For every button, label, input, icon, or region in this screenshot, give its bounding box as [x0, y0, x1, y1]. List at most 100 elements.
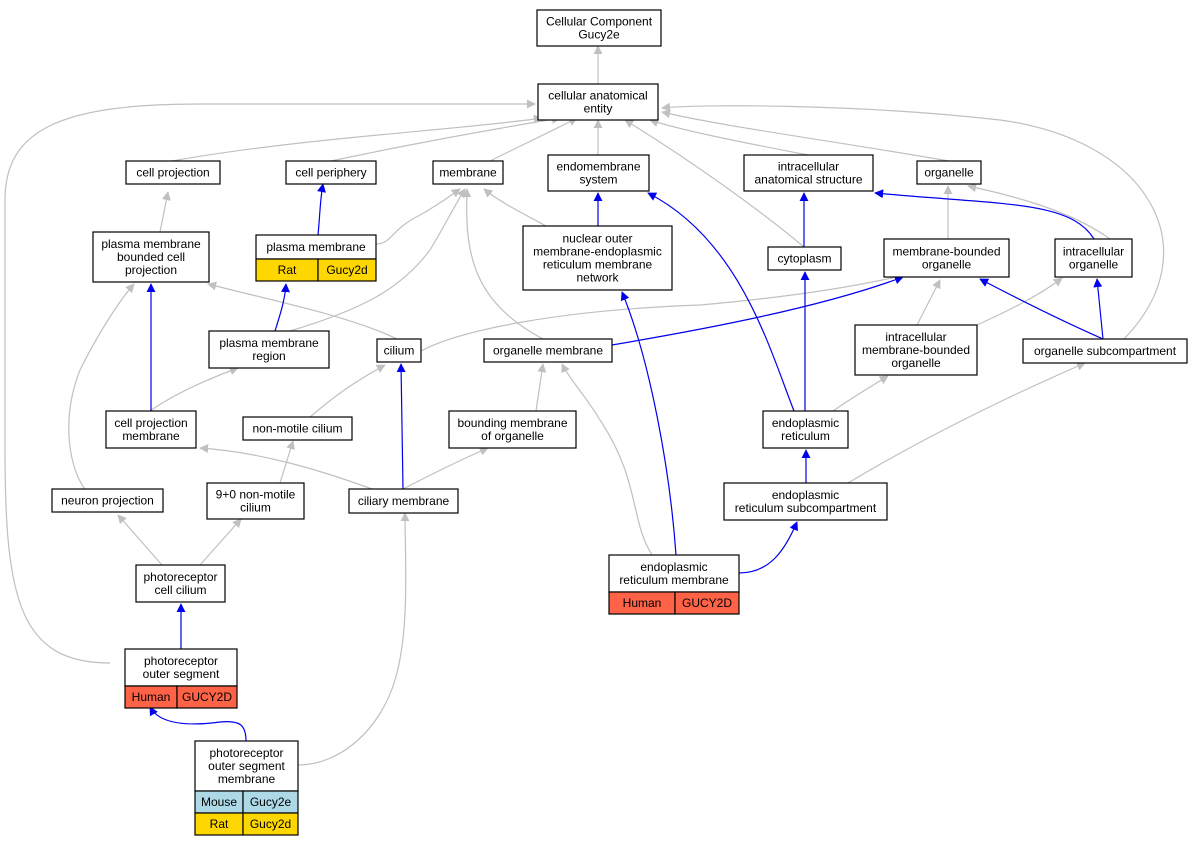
term-box — [1054, 238, 1133, 278]
term-box — [883, 238, 1010, 278]
term-label-line: cilium — [384, 344, 415, 358]
term-label-line: bounding membrane — [457, 416, 567, 430]
term-label-line: outer segment — [143, 667, 220, 681]
term-label-line: photoreceptor — [143, 570, 217, 584]
term-node-membrane[interactable]: membrane — [432, 160, 504, 185]
term-node-nuclear-outer[interactable]: nuclear outermembrane-endoplasmicreticul… — [522, 225, 673, 291]
part-of-edge — [979, 278, 1104, 340]
term-node-organelle-membrane[interactable]: organelle membrane — [483, 338, 613, 363]
is-a-edge — [117, 514, 163, 566]
term-label-line: cell periphery — [295, 166, 366, 180]
is-a-edge — [967, 183, 1111, 240]
is-a-edge — [649, 118, 809, 156]
part-of-edge — [620, 291, 677, 556]
term-label-line: intracellular — [885, 330, 946, 344]
is-a-edge — [916, 279, 941, 326]
term-node-cell-projection[interactable]: cell projection — [125, 160, 221, 185]
term-label-line: of organelle — [481, 429, 544, 443]
is-a-edge — [661, 102, 1165, 340]
is-a-edge — [289, 188, 466, 332]
term-node-nonmotile[interactable]: non-motile cilium — [242, 416, 353, 441]
term-label-line: ciliary membrane — [358, 494, 450, 508]
part-of-edge — [647, 192, 795, 412]
term-node-cell-periphery[interactable]: cell periphery — [285, 160, 377, 185]
gene-cell — [674, 591, 740, 615]
term-label-line: organelle — [1069, 258, 1119, 272]
term-label-line: membrane-bounded — [862, 343, 970, 357]
is-a-edge — [159, 191, 171, 233]
is-a-edge — [207, 281, 398, 340]
is-a-edge — [847, 362, 1086, 484]
term-label-line: bounded cell — [117, 250, 185, 264]
term-label-line: reticulum subcompartment — [735, 501, 877, 515]
term-label-line: reticulum — [781, 429, 830, 443]
term-node-cilium[interactable]: cilium — [376, 338, 422, 363]
is-a-edge — [489, 117, 578, 162]
term-box — [194, 740, 299, 792]
term-box — [206, 482, 305, 520]
term-label-line: entity — [584, 102, 613, 116]
term-label-line: nuclear outer — [562, 232, 632, 246]
term-label-line: cell projection — [136, 166, 209, 180]
term-label-line: organelle — [922, 258, 972, 272]
term-box — [285, 160, 377, 185]
part-of-edge — [274, 283, 290, 332]
term-label-line: cilium — [240, 501, 271, 515]
term-label-line: projection — [125, 263, 177, 277]
term-label-line: non-motile cilium — [252, 422, 342, 436]
term-label-line: cell cilium — [154, 583, 206, 597]
term-node-ciliary-membrane[interactable]: ciliary membrane — [348, 488, 459, 514]
term-label-line: endoplasmic — [772, 488, 839, 502]
term-node-organelle[interactable]: organelle — [916, 160, 982, 185]
term-box — [1022, 338, 1188, 364]
term-node-cytoplasm[interactable]: cytoplasm — [767, 246, 842, 271]
term-label-line: organelle — [924, 166, 974, 180]
term-label-line: photoreceptor — [209, 746, 283, 760]
term-node-organelle-subcomp[interactable]: organelle subcompartment — [1022, 338, 1188, 364]
term-label-line: neuron projection — [61, 494, 154, 508]
is-a-edge — [561, 363, 653, 556]
is-a-edge — [976, 277, 1063, 326]
is-a-edge — [483, 188, 547, 227]
term-box — [537, 83, 659, 121]
is-a-edge — [4, 99, 536, 664]
is-a-edge — [297, 512, 410, 766]
is-a-edge — [420, 272, 906, 352]
term-label-line: 9+0 non-motile — [216, 488, 296, 502]
term-box — [723, 482, 888, 521]
is-a-edge — [624, 119, 805, 248]
part-of-edge — [874, 189, 1095, 240]
gene-cell — [176, 685, 238, 709]
is-a-edge — [535, 363, 547, 412]
edges-layer — [4, 45, 1165, 766]
term-box — [105, 410, 197, 449]
term-node-neuron-projection[interactable]: neuron projection — [51, 488, 164, 513]
part-of-edge — [396, 363, 406, 490]
gene-label: Gucy2e — [250, 795, 292, 809]
term-label-line: plasma membrane — [219, 336, 319, 350]
gene-label: Gucy2d — [250, 817, 291, 831]
gene-label: GUCY2D — [682, 596, 732, 610]
part-of-edge — [149, 706, 247, 742]
